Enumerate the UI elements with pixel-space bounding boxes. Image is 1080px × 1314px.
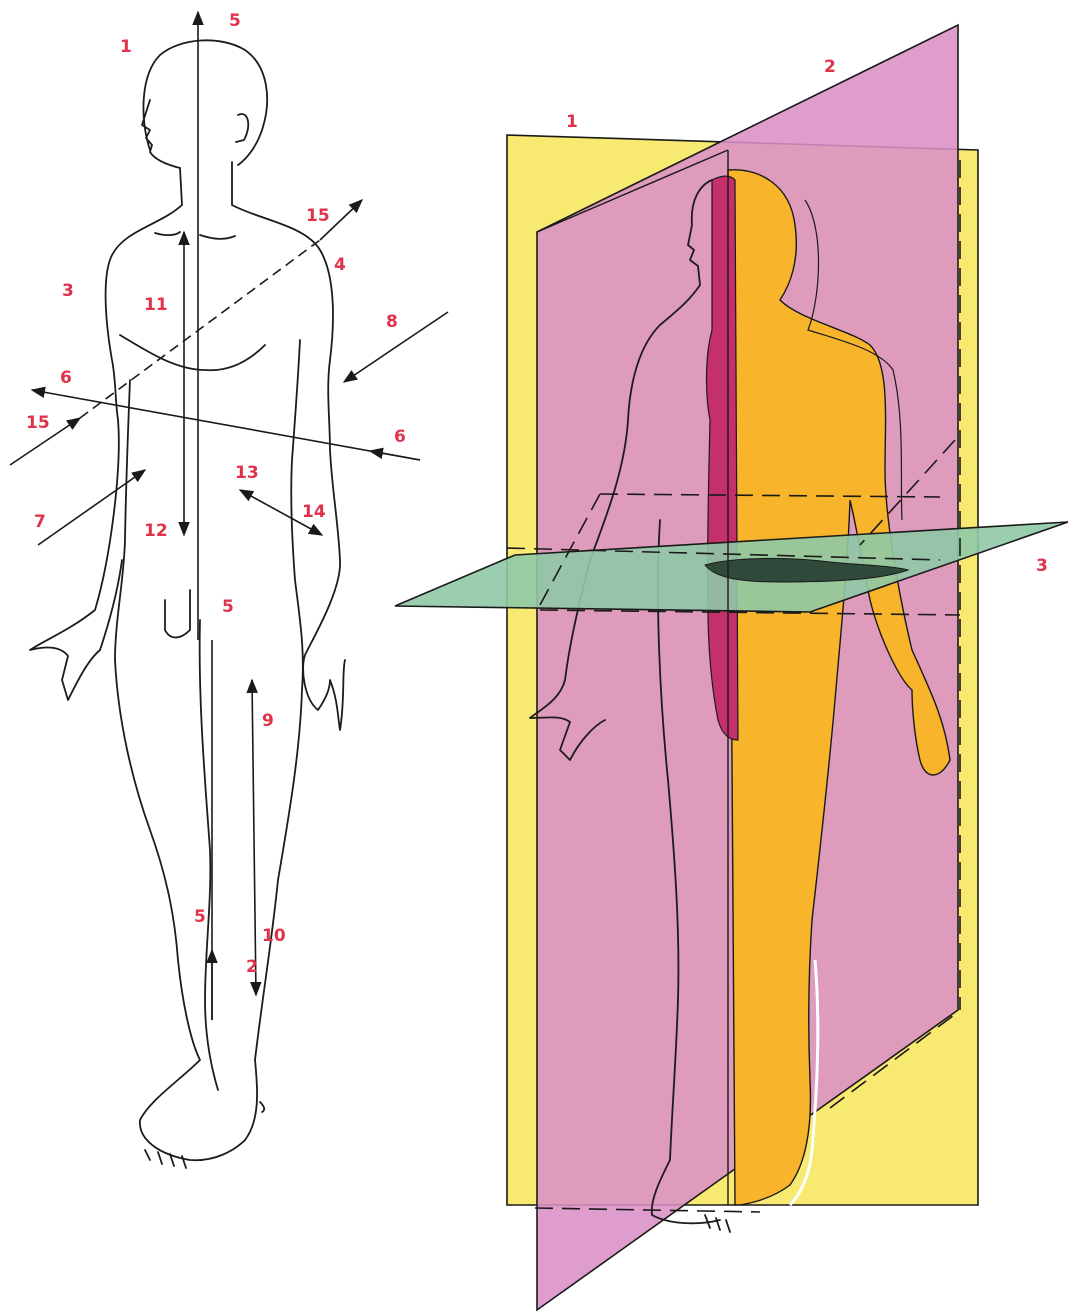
right-planes <box>395 25 1068 1310</box>
left-labels: 1 2 3 4 5 5 5 6 6 7 8 9 10 11 12 13 14 1… <box>26 11 406 977</box>
label-13: 13 <box>235 463 259 483</box>
label-6-left: 6 <box>60 368 72 388</box>
label-9: 9 <box>262 711 274 731</box>
label-12: 12 <box>144 521 168 541</box>
label-4: 4 <box>334 255 346 275</box>
plane-label-2: 2 <box>824 57 836 77</box>
label-7: 7 <box>34 512 46 532</box>
label-5-mid: 5 <box>222 597 234 617</box>
plane-label-1: 1 <box>566 112 578 132</box>
label-10: 10 <box>262 926 286 946</box>
arrow-9-10 <box>252 680 256 995</box>
arrow-6 <box>32 390 420 460</box>
label-15-low: 15 <box>26 413 50 433</box>
label-3: 3 <box>62 281 74 301</box>
label-8: 8 <box>386 312 398 332</box>
left-direction-arrows <box>10 12 448 1020</box>
arrow-7 <box>38 470 145 545</box>
label-14: 14 <box>302 502 326 522</box>
label-5-top: 5 <box>229 11 241 31</box>
arrow-6-right <box>370 451 420 460</box>
label-2: 2 <box>246 957 258 977</box>
label-15-high: 15 <box>306 206 330 226</box>
label-5-low: 5 <box>194 907 206 927</box>
label-1: 1 <box>120 37 132 57</box>
label-11: 11 <box>144 295 168 315</box>
plane-label-3: 3 <box>1036 556 1048 576</box>
label-6-right: 6 <box>394 427 406 447</box>
left-body-outline <box>30 40 345 1168</box>
